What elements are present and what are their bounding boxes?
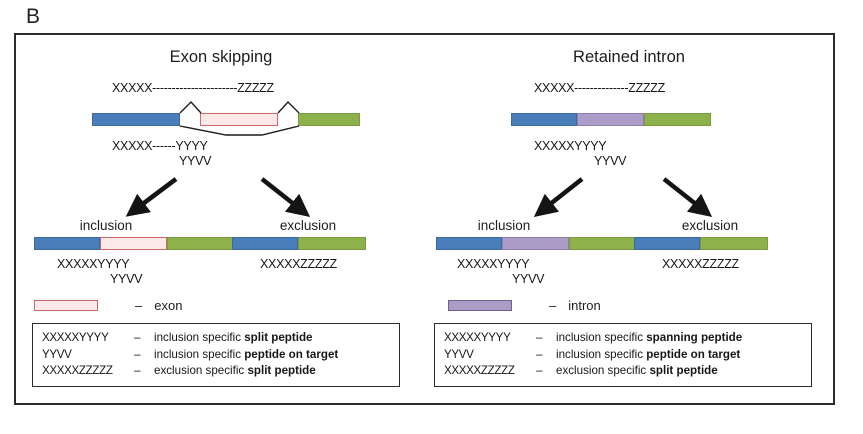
segment-downstream-exon-green bbox=[644, 113, 711, 126]
legend-code: XXXXXYYYY bbox=[42, 331, 109, 344]
exon-skipping-top-peptide-above: XXXXX----------------------ZZZZZ bbox=[112, 81, 274, 95]
exon-key-dash: – bbox=[135, 298, 143, 313]
segment-upstream-exon-blue bbox=[232, 237, 298, 250]
legend-sep: – bbox=[536, 364, 543, 377]
retained-intron-top-peptide-below-2: YYVV bbox=[594, 154, 627, 168]
panel-title-exon-skipping: Exon skipping bbox=[169, 48, 273, 66]
retained-intron-arrow-to-inclusion bbox=[533, 177, 584, 217]
legend-code: XXXXXZZZZZ bbox=[444, 364, 515, 377]
exon-skipping-exclusion-label: exclusion bbox=[279, 218, 337, 233]
legend-desc-bold: peptide on target bbox=[646, 347, 741, 361]
segment-downstream-exon-green bbox=[700, 237, 768, 250]
retained-intron-inclusion-peptide-1: XXXXXYYYY bbox=[457, 257, 530, 271]
retained-intron-exclusion-label: exclusion bbox=[681, 218, 739, 233]
panel-letter: B bbox=[26, 5, 41, 28]
exon-swatch bbox=[34, 300, 98, 311]
segment-upstream-exon-blue bbox=[634, 237, 700, 250]
retained-intron-inclusion-bar bbox=[436, 237, 635, 250]
retained-intron-legend-box: XXXXXYYYY – inclusion specific spanning … bbox=[434, 323, 812, 387]
exon-skipping-top-peptide-below-2: YYVV bbox=[179, 154, 212, 168]
legend-desc-bold: split peptide bbox=[244, 331, 313, 344]
legend-desc-bold: split peptide bbox=[247, 364, 316, 377]
exon-skipping-arrow-to-exclusion bbox=[260, 177, 311, 217]
legend-line: XXXXXZZZZZ – exclusion specific split pe… bbox=[42, 363, 390, 380]
legend-desc-plain: inclusion specific bbox=[556, 331, 647, 344]
legend-code: XXXXXZZZZZ bbox=[42, 364, 113, 377]
retained-intron-inclusion-label: inclusion bbox=[477, 218, 531, 233]
exon-skipping-pre-mrna-bar bbox=[92, 113, 360, 126]
legend-line: XXXXXYYYY – inclusion specific split pep… bbox=[42, 330, 390, 347]
panel-retained-intron: Retained intron XXXXX--------------ZZZZZ… bbox=[424, 35, 834, 407]
segment-cassette-exon-pink bbox=[100, 237, 167, 250]
exon-skipping-inclusion-peptide-1: XXXXXYYYY bbox=[57, 257, 130, 271]
segment-downstream-exon-green bbox=[298, 113, 360, 126]
legend-line: YYVV – inclusion specific peptide on tar… bbox=[444, 347, 802, 364]
exon-skipping-splice-junctions bbox=[179, 100, 300, 136]
retained-intron-inclusion-peptide-2: YYVV bbox=[512, 272, 545, 286]
figure-frame: Exon skipping XXXXX---------------------… bbox=[14, 33, 835, 405]
segment-upstream-exon-blue bbox=[511, 113, 577, 126]
intron-key-row: – intron bbox=[448, 298, 601, 313]
legend-sep: – bbox=[134, 331, 141, 344]
retained-intron-arrow-to-exclusion bbox=[662, 177, 713, 217]
exon-skipping-inclusion-peptide-2: YYVV bbox=[110, 272, 143, 286]
panel-exon-skipping: Exon skipping XXXXX---------------------… bbox=[16, 35, 426, 407]
segment-retained-intron-purple bbox=[577, 113, 644, 126]
exon-skipping-arrow-to-inclusion bbox=[125, 177, 178, 217]
legend-line: YYVV – inclusion specific peptide on tar… bbox=[42, 347, 390, 364]
legend-sep: – bbox=[134, 364, 141, 377]
exon-skipping-inclusion-bar bbox=[34, 237, 233, 250]
legend-sep: – bbox=[134, 347, 141, 361]
legend-desc-bold: peptide on target bbox=[244, 347, 339, 361]
exon-skipping-exclusion-bar bbox=[232, 237, 366, 250]
exon-key-label: exon bbox=[154, 298, 183, 313]
legend-desc: inclusion specific peptide on target bbox=[556, 347, 740, 364]
exon-key-row: – exon bbox=[34, 298, 182, 313]
intron-key-dash: – bbox=[549, 298, 557, 313]
segment-upstream-exon-blue bbox=[34, 237, 100, 250]
segment-downstream-exon-green bbox=[569, 237, 635, 250]
panel-title-retained-intron: Retained intron bbox=[573, 48, 685, 66]
retained-intron-exclusion-bar bbox=[634, 237, 768, 250]
legend-desc-plain: inclusion specific bbox=[556, 347, 647, 361]
exon-skipping-exclusion-peptide-1: XXXXXZZZZZ bbox=[260, 257, 337, 271]
intron-swatch bbox=[448, 300, 512, 311]
exon-skipping-inclusion-label: inclusion bbox=[79, 218, 133, 233]
legend-desc: inclusion specific split peptide bbox=[154, 330, 313, 347]
legend-code: YYVV bbox=[42, 347, 72, 361]
segment-upstream-exon-blue bbox=[436, 237, 502, 250]
retained-intron-top-peptide-below-1: XXXXXYYYY bbox=[534, 139, 607, 153]
legend-desc: inclusion specific peptide on target bbox=[154, 347, 338, 364]
legend-sep: – bbox=[536, 347, 543, 361]
segment-retained-intron-purple bbox=[502, 237, 569, 250]
legend-desc-plain: exclusion specific bbox=[154, 364, 248, 377]
segment-downstream-exon-green bbox=[298, 237, 366, 250]
legend-line: XXXXXYYYY – inclusion specific spanning … bbox=[444, 330, 802, 347]
legend-code: XXXXXYYYY bbox=[444, 331, 511, 344]
segment-cassette-exon-pink bbox=[200, 113, 278, 126]
retained-intron-exclusion-peptide-1: XXXXXZZZZZ bbox=[662, 257, 739, 271]
legend-desc-bold: split peptide bbox=[649, 364, 718, 377]
legend-desc: inclusion specific spanning peptide bbox=[556, 330, 742, 347]
legend-desc-bold: spanning peptide bbox=[646, 331, 743, 344]
exon-skipping-top-peptide-below-1: XXXXX------YYYY bbox=[112, 139, 208, 153]
exon-skipping-legend-box: XXXXXYYYY – inclusion specific split pep… bbox=[32, 323, 400, 387]
retained-intron-top-peptide-above: XXXXX--------------ZZZZZ bbox=[534, 81, 665, 95]
legend-desc-plain: exclusion specific bbox=[556, 364, 650, 377]
legend-desc: exclusion specific split peptide bbox=[154, 363, 316, 380]
segment-upstream-exon-blue bbox=[92, 113, 180, 126]
segment-downstream-exon-green bbox=[167, 237, 233, 250]
legend-desc: exclusion specific split peptide bbox=[556, 363, 718, 380]
legend-line: XXXXXZZZZZ – exclusion specific split pe… bbox=[444, 363, 802, 380]
legend-sep: – bbox=[536, 331, 543, 344]
legend-desc-plain: inclusion specific bbox=[154, 347, 245, 361]
intron-key-label: intron bbox=[568, 298, 601, 313]
legend-code: YYVV bbox=[444, 347, 474, 361]
legend-desc-plain: inclusion specific bbox=[154, 331, 245, 344]
retained-intron-pre-mrna-bar bbox=[511, 113, 711, 126]
